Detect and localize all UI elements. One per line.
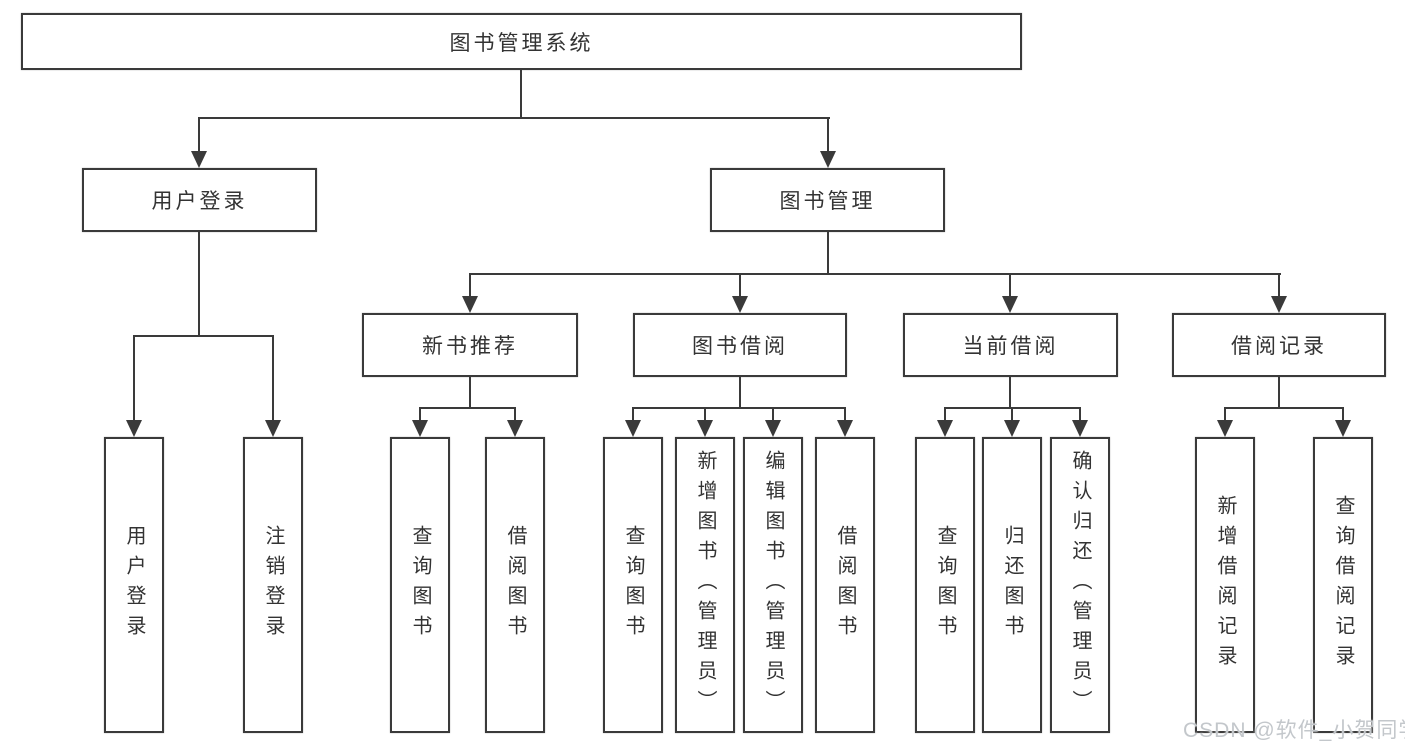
leaf-label: 借阅图书: [834, 525, 856, 645]
leaf-label: 查询借阅记录: [1332, 495, 1354, 675]
connector-line: [1224, 407, 1344, 409]
arrowhead-down-icon: [1002, 296, 1018, 313]
leaf-label: 查询图书: [409, 525, 431, 645]
connector-line: [739, 377, 741, 409]
connector-line: [198, 232, 200, 337]
connector-line: [844, 407, 846, 422]
leaf-label: 新增借阅记录: [1214, 495, 1236, 675]
arrowhead-down-icon: [732, 296, 748, 313]
connector-line: [469, 273, 471, 298]
leaf-label: 用户登录: [123, 525, 145, 645]
arrowhead-down-icon: [265, 420, 281, 437]
arrowhead-down-icon: [412, 420, 428, 437]
leaf-query-borrow-record: 查询借阅记录: [1313, 437, 1373, 733]
connector-line: [514, 407, 516, 422]
arrowhead-down-icon: [837, 420, 853, 437]
leaf-label: 借阅图书: [504, 525, 526, 645]
connector-line: [704, 407, 706, 422]
arrowhead-down-icon: [126, 420, 142, 437]
connector-line: [1342, 407, 1344, 422]
connector-line: [1224, 407, 1226, 422]
node-label: 图书管理系统: [449, 31, 594, 55]
arrowhead-down-icon: [1335, 420, 1351, 437]
leaf-borrow-books-recommend: 借阅图书: [485, 437, 545, 733]
arrowhead-down-icon: [1271, 296, 1287, 313]
leaf-label: 查询图书: [622, 525, 644, 645]
node-root-library-system: 图书管理系统: [21, 13, 1022, 70]
arrowhead-down-icon: [937, 420, 953, 437]
node-book-borrowing: 图书借阅: [633, 313, 847, 377]
node-label: 图书管理: [779, 190, 876, 213]
node-borrowing-records: 借阅记录: [1172, 313, 1386, 377]
connector-line: [772, 407, 774, 422]
leaf-label: 新增图书（管理员）: [694, 450, 716, 720]
connector-line: [632, 407, 634, 422]
node-current-borrowing: 当前借阅: [903, 313, 1118, 377]
connector-line: [198, 117, 200, 153]
connector-line: [272, 335, 274, 421]
connector-line: [133, 335, 274, 337]
connector-line: [419, 407, 516, 409]
connector-line: [469, 377, 471, 409]
arrowhead-down-icon: [1004, 420, 1020, 437]
arrowhead-down-icon: [1217, 420, 1233, 437]
connector-line: [1278, 377, 1280, 409]
leaf-label: 确认归还（管理员）: [1069, 450, 1091, 720]
arrowhead-down-icon: [765, 420, 781, 437]
connector-line: [1009, 273, 1011, 298]
leaf-label: 归还图书: [1001, 525, 1023, 645]
connector-line: [827, 232, 829, 275]
leaf-label: 注销登录: [262, 525, 284, 645]
node-label: 用户登录: [151, 190, 248, 213]
arrowhead-down-icon: [820, 151, 836, 168]
leaf-logout: 注销登录: [243, 437, 303, 733]
connector-line: [469, 273, 1281, 275]
connector-line: [827, 117, 829, 153]
leaf-query-books-current: 查询图书: [915, 437, 975, 733]
leaf-return-books: 归还图书: [982, 437, 1042, 733]
connector-line: [133, 335, 135, 421]
node-new-book-recommendation: 新书推荐: [362, 313, 578, 377]
node-label: 当前借阅: [962, 335, 1059, 358]
connector-line: [739, 273, 741, 298]
leaf-confirm-return-admin: 确认归还（管理员）: [1050, 437, 1110, 733]
connector-line: [944, 407, 946, 422]
node-label: 图书借阅: [692, 335, 788, 358]
connector-line: [1011, 407, 1013, 422]
arrowhead-down-icon: [507, 420, 523, 437]
leaf-add-books-admin: 新增图书（管理员）: [675, 437, 735, 733]
leaf-edit-books-admin: 编辑图书（管理员）: [743, 437, 803, 733]
connector-line: [1009, 377, 1011, 409]
arrowhead-down-icon: [697, 420, 713, 437]
csdn-watermark: CSDN @软件_小贺同学: [1183, 719, 1405, 742]
leaf-add-borrow-record: 新增借阅记录: [1195, 437, 1255, 733]
connector-line: [419, 407, 421, 422]
leaf-query-books-borrow: 查询图书: [603, 437, 663, 733]
node-label: 借阅记录: [1231, 335, 1327, 358]
leaf-borrow-books: 借阅图书: [815, 437, 875, 733]
arrowhead-down-icon: [1072, 420, 1088, 437]
node-label: 新书推荐: [422, 335, 518, 358]
connector-line: [1079, 407, 1081, 422]
node-book-management: 图书管理: [710, 168, 945, 232]
connector-line: [632, 407, 846, 409]
node-user-login: 用户登录: [82, 168, 317, 232]
leaf-user-login: 用户登录: [104, 437, 164, 733]
leaf-query-books-recommend: 查询图书: [390, 437, 450, 733]
leaf-label: 编辑图书（管理员）: [762, 450, 784, 720]
connector-line: [1278, 273, 1280, 298]
connector-line: [199, 117, 830, 119]
arrowhead-down-icon: [462, 296, 478, 313]
arrowhead-down-icon: [625, 420, 641, 437]
arrowhead-down-icon: [191, 151, 207, 168]
leaf-label: 查询图书: [934, 525, 956, 645]
connector-line: [520, 70, 522, 118]
